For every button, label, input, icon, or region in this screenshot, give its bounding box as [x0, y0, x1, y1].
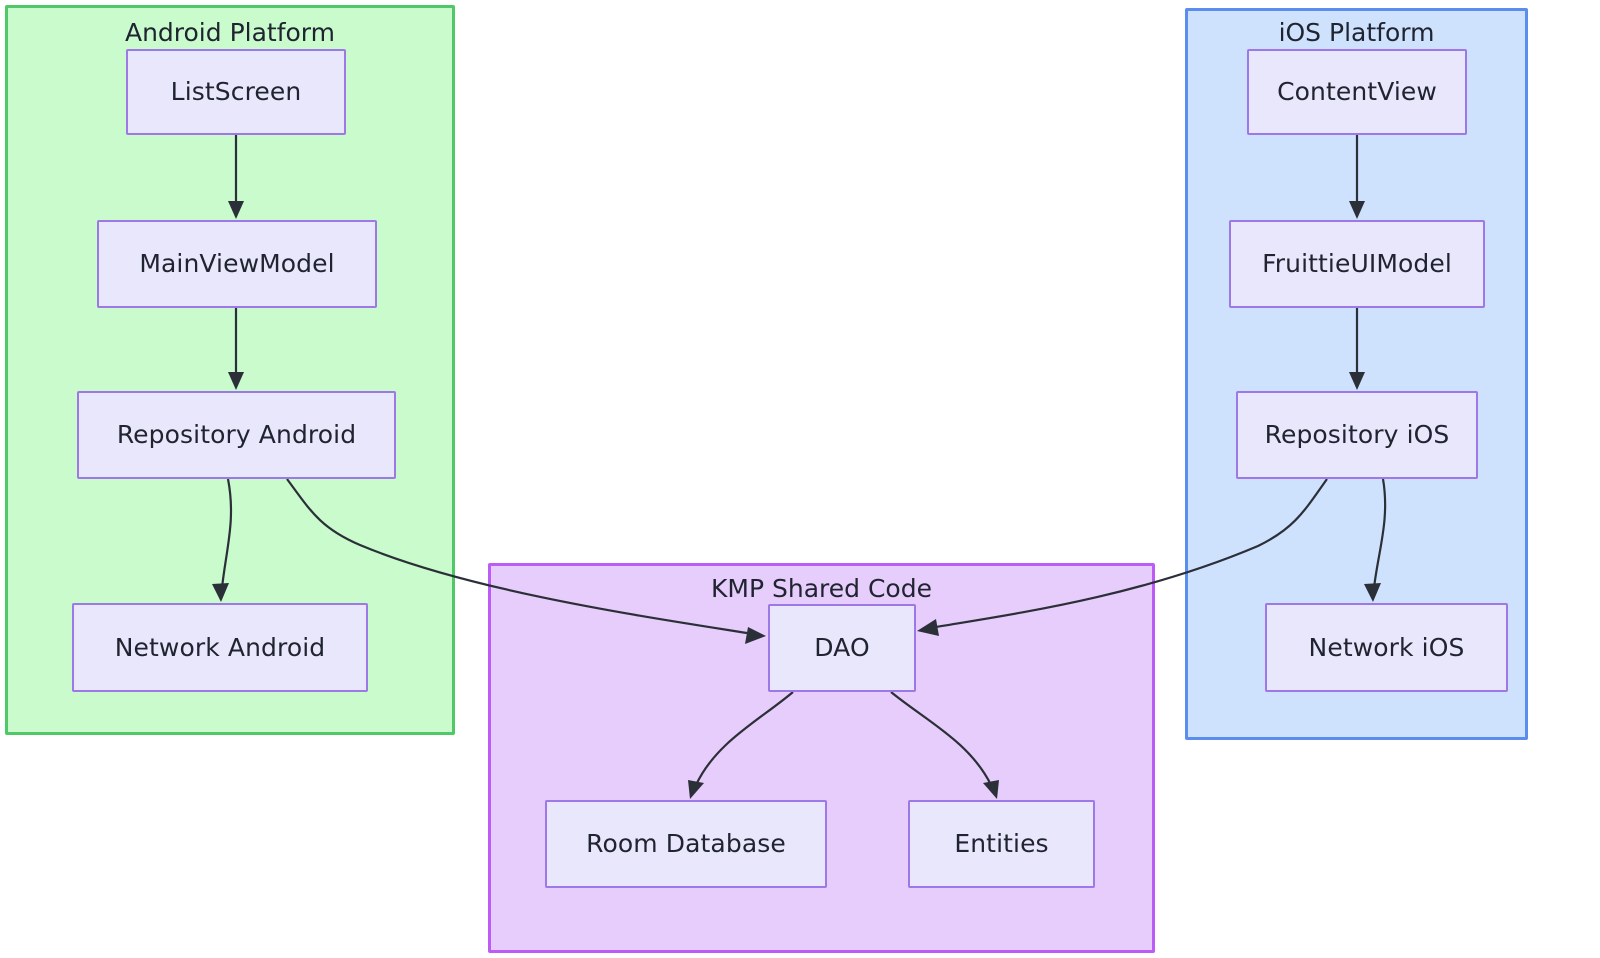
node-network-ios-label: Network iOS: [1308, 632, 1465, 662]
node-repository-android[interactable]: Repository Android: [77, 391, 396, 479]
node-network-ios[interactable]: Network iOS: [1265, 603, 1508, 692]
node-network-android[interactable]: Network Android: [72, 603, 368, 692]
node-network-android-label: Network Android: [114, 632, 326, 662]
cluster-kmp-shared-code-title: KMP Shared Code: [711, 574, 932, 603]
node-repository-ios-label: Repository iOS: [1264, 420, 1450, 449]
node-entities-label: Entities: [954, 829, 1049, 858]
node-repository-ios[interactable]: Repository iOS: [1236, 391, 1478, 479]
node-dao-label: DAO: [814, 633, 870, 662]
node-mainviewmodel[interactable]: MainViewModel: [97, 220, 377, 308]
node-fruittieuimodel-label: FruittieUIModel: [1262, 249, 1452, 278]
cluster-ios-platform-title: iOS Platform: [1278, 18, 1435, 47]
node-dao[interactable]: DAO: [768, 604, 916, 692]
cluster-android-platform-title: Android Platform: [124, 18, 336, 47]
node-listscreen-label: ListScreen: [170, 77, 302, 106]
node-contentview-label: ContentView: [1277, 77, 1437, 106]
node-repository-android-label: Repository Android: [116, 420, 357, 449]
node-mainviewmodel-label: MainViewModel: [139, 249, 335, 278]
node-listscreen[interactable]: ListScreen: [126, 49, 346, 135]
node-room-database-label: Room Database: [586, 829, 786, 858]
node-contentview[interactable]: ContentView: [1247, 49, 1467, 135]
node-entities[interactable]: Entities: [908, 800, 1095, 888]
node-room-database[interactable]: Room Database: [545, 800, 827, 888]
node-fruittieuimodel[interactable]: FruittieUIModel: [1229, 220, 1485, 308]
